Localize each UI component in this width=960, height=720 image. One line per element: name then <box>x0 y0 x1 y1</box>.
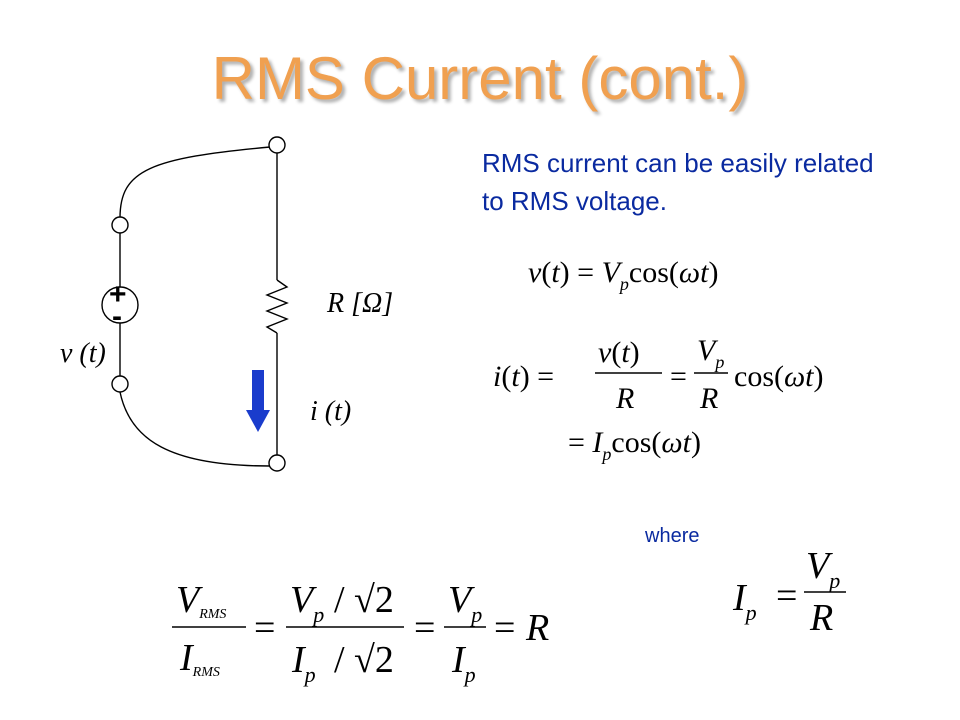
minus-sign: - <box>112 300 122 333</box>
node-left-bottom <box>111 375 129 393</box>
svg-text:√2: √2 <box>354 639 394 681</box>
node-right-top <box>268 136 286 154</box>
svg-text:= Ipcos(ωt): = Ipcos(ωt) <box>568 426 701 464</box>
svg-text:R: R <box>615 382 634 415</box>
equation-voltage: v(t) = Vpcos(ωt) <box>528 256 718 294</box>
svg-text:Ip: Ip <box>291 639 316 687</box>
svg-text:R: R <box>525 607 549 649</box>
current-arrow-icon <box>246 370 270 432</box>
svg-text:VRMS: VRMS <box>176 579 226 622</box>
svg-text:=: = <box>776 575 797 617</box>
svg-text:=: = <box>670 360 687 393</box>
svg-text:=: = <box>494 607 515 649</box>
top-wire <box>119 146 271 219</box>
where-label: where <box>645 525 700 547</box>
svg-text:Vp: Vp <box>448 579 482 627</box>
svg-text:√2: √2 <box>354 579 394 621</box>
svg-text:=: = <box>254 607 275 649</box>
svg-text:Vp: Vp <box>806 545 840 593</box>
resistor-icon <box>265 279 289 334</box>
source-label: v (t) <box>60 338 106 369</box>
svg-text:R: R <box>809 597 833 639</box>
svg-text:IRMS: IRMS <box>179 637 220 680</box>
equation-rms-ratio: VRMS IRMS = Vp / √2 Ip / √2 = Vp Ip = R <box>172 579 549 687</box>
bottom-wire <box>119 391 271 467</box>
svg-text:i(t) =: i(t) = <box>493 360 554 393</box>
svg-text:/: / <box>334 579 345 621</box>
svg-text:cos(ωt): cos(ωt) <box>734 360 824 393</box>
svg-text:v(t): v(t) <box>598 336 640 369</box>
svg-text:/: / <box>334 639 345 681</box>
node-left-top <box>111 216 129 234</box>
node-right-bottom <box>268 454 286 472</box>
plus-sign: + <box>109 278 127 311</box>
voltage-source-icon <box>101 286 139 324</box>
svg-text:=: = <box>414 607 435 649</box>
equation-peak-current: Ip = Vp R <box>732 545 846 639</box>
svg-text:Ip: Ip <box>451 639 476 687</box>
description-text: RMS current can be easily related to RMS… <box>482 148 874 216</box>
svg-text:v(t) = Vpcos(ωt): v(t) = Vpcos(ωt) <box>528 256 718 294</box>
resistor-label: R [Ω] <box>326 288 393 319</box>
equation-current: i(t) = v(t) R = Vp R cos(ωt) = Ipcos(ωt) <box>493 334 824 464</box>
svg-text:Vp: Vp <box>290 579 324 627</box>
slide-title: RMS Current (cont.) <box>211 45 749 112</box>
svg-text:R: R <box>699 382 718 415</box>
svg-text:Vp: Vp <box>697 334 724 372</box>
current-label: i (t) <box>310 396 351 427</box>
svg-text:Ip: Ip <box>732 577 757 625</box>
